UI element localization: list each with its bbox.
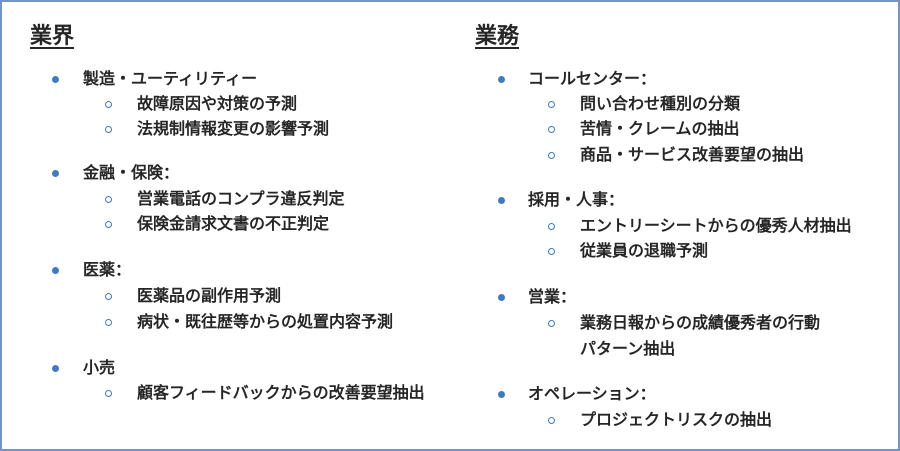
bullet-circle-icon: [105, 293, 112, 300]
list-item: 営業電話のコンプラ違反判定: [137, 189, 345, 208]
bullet-circle-icon: [105, 221, 112, 228]
list-item: 業務日報からの成績優秀者の行動: [580, 313, 821, 332]
bullet-dot-icon: [52, 170, 59, 177]
category-label: コールセンター：: [528, 69, 657, 88]
bullet-circle-icon: [105, 319, 112, 326]
category-label: 営業：: [528, 287, 577, 306]
list-item: 医薬品の副作用予測: [137, 286, 282, 305]
list-item: 商品・サービス改善要望の抽出: [580, 145, 805, 164]
list-item: 病状・既往歴等からの処置内容予測: [137, 312, 394, 331]
bullet-circle-icon: [548, 417, 555, 424]
bullet-dot-icon: [498, 197, 505, 204]
bullet-circle-icon: [548, 152, 555, 159]
bullet-dot-icon: [52, 76, 59, 83]
list-item: 保険金請求文書の不正判定: [137, 214, 330, 233]
category-label: オペレーション：: [528, 384, 656, 403]
bullet-dot-icon: [498, 76, 505, 83]
category-label: 金融・保険：: [83, 163, 180, 182]
list-item: 故障原因や対策の予測: [137, 94, 298, 113]
bullet-dot-icon: [52, 365, 59, 372]
bullet-circle-icon: [105, 126, 112, 133]
list-item: 顧客フィードバックからの改善要望抽出: [137, 383, 425, 402]
list-item: 問い合わせ種別の分類: [580, 94, 741, 113]
bullet-circle-icon: [105, 196, 112, 203]
bullet-circle-icon: [548, 126, 555, 133]
bullet-circle-icon: [105, 101, 112, 108]
list-item: 法規制情報変更の影響予測: [137, 119, 330, 138]
category-label: 医薬：: [83, 260, 132, 279]
list-item: プロジェクトリスクの抽出: [580, 410, 773, 429]
bullet-dot-icon: [498, 391, 505, 398]
bullet-dot-icon: [498, 294, 505, 301]
list-item: 従業員の退職予測: [580, 241, 709, 260]
list-item: エントリーシートからの優秀人材抽出: [580, 216, 852, 235]
bullet-circle-icon: [548, 248, 555, 255]
bullet-dot-icon: [52, 267, 59, 274]
bullet-circle-icon: [548, 223, 555, 230]
left-heading: 業界: [30, 24, 75, 49]
bullet-circle-icon: [548, 320, 555, 327]
category-label: 製造・ユーティリティー: [83, 69, 258, 88]
list-item: パターン抽出: [580, 339, 676, 358]
bullet-circle-icon: [548, 101, 555, 108]
bullet-circle-icon: [105, 390, 112, 397]
list-item: 苦情・クレームの抽出: [580, 119, 740, 138]
category-label: 小売: [83, 358, 116, 377]
right-heading: 業務: [475, 24, 520, 49]
category-label: 採用・人事：: [528, 190, 625, 209]
